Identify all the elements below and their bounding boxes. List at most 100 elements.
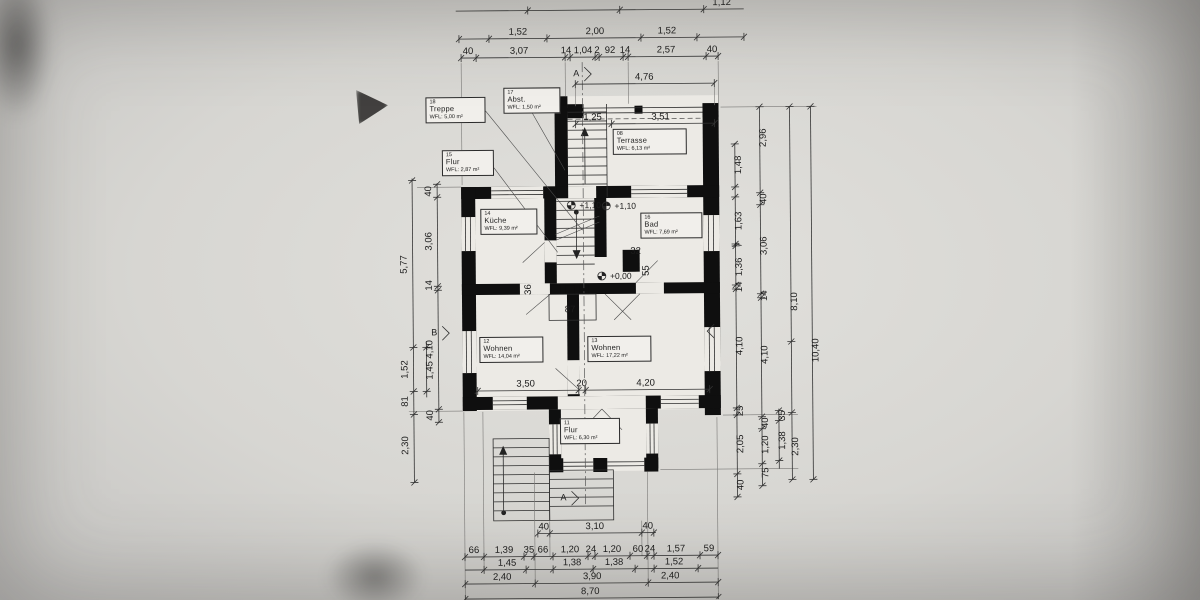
dimension-label: 1,38 [777, 431, 788, 450]
exterior-stair [492, 438, 615, 522]
dimension-chain-horizontal: 2,40 3,90 2,40 [461, 570, 722, 589]
dimension-label: 40 [423, 186, 434, 197]
dimension-label: 1,45 [424, 361, 435, 380]
dimension-label: 1,36 [734, 258, 745, 277]
dimension-chain-horizontal: 8,70 [462, 586, 722, 600]
section-letter: A [573, 68, 579, 78]
dimension-label: 7 [734, 242, 745, 247]
dimension-label: 14 [620, 45, 631, 56]
dimension-chain-horizontal: 4,76 [572, 72, 718, 89]
dimension-label: 2,00 [586, 26, 605, 37]
dimension-label: 40 [760, 417, 771, 428]
section-marker: A [561, 490, 580, 506]
dimension-label: 4,10 [734, 337, 745, 356]
interior-stair [555, 103, 608, 265]
dimension-label: 1,63 [733, 212, 744, 231]
dimension-label: 3,51 [651, 111, 670, 122]
dimension-label: 1,52 [509, 27, 528, 38]
dimension-label: 2,05 [735, 435, 746, 454]
level-value: +0,00 [610, 271, 632, 281]
dimension-chain-vertical: 351,38 [774, 407, 788, 469]
dimension-label: 40 [425, 410, 436, 421]
level-marker-fill [567, 201, 576, 210]
dimension-label: 3,50 [516, 379, 535, 390]
dimension-label: 59 [704, 543, 715, 554]
dimension-label: 3,06 [759, 236, 770, 255]
dimension-label: 14 [424, 280, 435, 291]
dimension-label: 2,96 [758, 128, 769, 147]
dimension-label: 14 [734, 282, 745, 293]
room-area: WFL: 6,13 m² [616, 145, 651, 152]
dimension-label: 1,45 [498, 558, 517, 569]
section-letter: B [431, 327, 437, 337]
dimension-label: 20 [576, 378, 587, 389]
dimension-label: 1,52 [665, 556, 684, 567]
level-marker-fill [602, 201, 611, 210]
dimension-label: 2,57 [657, 44, 676, 55]
room-area: WFL: 17,22 m² [591, 352, 628, 359]
dimension-label: 1,12 [712, 0, 731, 8]
dimension-chain-horizontal: 1,25 3,51 [572, 111, 718, 129]
level-value: +1,10 [579, 200, 601, 210]
room-area: WFL: 1,50 m² [507, 104, 541, 111]
dimension-label: 81 [400, 396, 411, 407]
section-arrow-icon [571, 490, 580, 506]
dimension-label: 66 [469, 545, 480, 556]
shaft-and-doors [522, 242, 658, 431]
dimension-label: 40 [758, 193, 769, 204]
section-arrow-icon [706, 323, 715, 339]
wall-openings [461, 185, 721, 455]
dimension-label: 35 [777, 410, 788, 421]
section-arrow-icon [441, 325, 450, 341]
dimension-label: 1,25 [583, 112, 602, 123]
dimension-label: 8,10 [789, 292, 800, 311]
dimension-label: 24 [586, 544, 597, 555]
room-area: WFL: 5,00 m² [429, 113, 463, 120]
dimension-label: 2,40 [661, 570, 680, 581]
section-arrow-icon [583, 66, 592, 82]
level-marker: +0,00 [597, 271, 632, 281]
dimension-chain-vertical: 10,40 [806, 103, 821, 483]
dimension-label: 3,90 [583, 571, 602, 582]
dimension-label: 1,20 [760, 435, 771, 454]
dimension-label: 2,40 [493, 572, 512, 583]
dimension-label: 1,48 [733, 156, 744, 175]
dimension-label: 66 [538, 544, 549, 555]
dimension-label: 40 [538, 521, 549, 532]
dimension-label: 14 [561, 45, 572, 56]
dimension-label: 2 [594, 45, 599, 56]
section-marker: B [431, 325, 450, 341]
level-value: +1,10 [614, 201, 636, 211]
dimension-label: 2,30 [400, 436, 411, 455]
dimension-label: 4,76 [635, 72, 654, 83]
level-marker-fill [597, 271, 606, 280]
dimension-label: 2,30 [790, 437, 801, 456]
dimension-label: 60 [633, 544, 644, 555]
level-marker: +1,10 [566, 200, 601, 210]
room-area: WFL: 14,04 m² [483, 353, 520, 360]
interior-dimension-label: 36 [523, 284, 534, 295]
dimension-label: 1,39 [495, 545, 514, 556]
room-area: WFL: 2,87 m² [445, 166, 480, 173]
dimension-label: 35 [524, 545, 535, 556]
dimension-label: 4,10 [424, 340, 435, 359]
dimension-label: 75 [760, 467, 771, 478]
